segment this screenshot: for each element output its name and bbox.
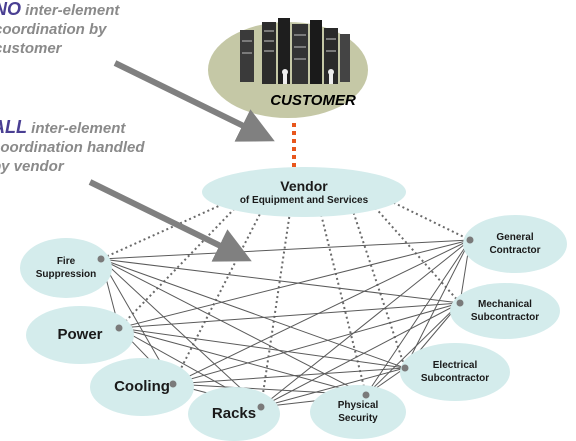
- racks-ellipse: [188, 387, 280, 441]
- annotation-emphasis-no: NO: [0, 0, 21, 19]
- cooling-label: Cooling: [114, 378, 170, 395]
- racks-node: Racks: [188, 387, 280, 441]
- power-node: Power: [26, 306, 134, 364]
- fire-suppression-line2: Suppression: [35, 269, 97, 280]
- mechanical-subcontractor-ellipse: [450, 283, 560, 339]
- node-shapes: [20, 167, 567, 441]
- annotation-line3: by vendor: [0, 158, 64, 175]
- annotation-no-coordination: NO inter-element coordination by custome…: [0, 0, 194, 58]
- physical-security-line1: Physical: [337, 400, 379, 411]
- physical-security-ellipse: [310, 385, 406, 439]
- mechanical-subcontractor-line1: Mechanical: [478, 299, 532, 310]
- electrical-subcontractor-line2: Subcontractor: [420, 373, 490, 384]
- annotation-line3: customer: [0, 40, 62, 57]
- element-mesh: [100, 239, 471, 408]
- power-label: Power: [57, 326, 103, 343]
- fire-suppression-ellipse: [20, 238, 112, 298]
- server-racks-icon: [240, 18, 350, 84]
- fire-suppression-node: Fire Suppression: [20, 238, 112, 298]
- annotation-emphasis-all: ALL: [0, 117, 27, 137]
- connection-dots: [97, 236, 474, 411]
- general-contractor-line1: General: [496, 232, 534, 243]
- cooling-ellipse: [90, 358, 194, 416]
- physical-security-line2: Security: [338, 413, 378, 424]
- annotation-all-coordination: ALL inter-element coordination handled b…: [0, 118, 202, 176]
- arrow-to-mesh: [88, 179, 252, 262]
- general-contractor-line2: Contractor: [489, 245, 541, 256]
- annotation-line2: coordination by: [0, 21, 107, 38]
- electrical-subcontractor-line1: Electrical: [432, 360, 478, 371]
- customer-label: CUSTOMER: [270, 92, 356, 109]
- vendor-subtitle: of Equipment and Services: [239, 194, 369, 206]
- power-ellipse: [26, 306, 134, 364]
- cooling-node: Cooling: [90, 358, 194, 416]
- fire-suppression-line1: Fire: [56, 256, 76, 267]
- arrow-to-customer: [113, 60, 275, 142]
- annotation-line1: inter-element: [27, 120, 126, 137]
- physical-security-node: Physical Security: [310, 385, 406, 439]
- annotation-line2: coordination handled: [0, 139, 145, 156]
- vendor-ellipse: [202, 167, 406, 217]
- vendor-node: Vendor of Equipment and Services: [202, 167, 406, 217]
- general-contractor-node: General Contractor: [463, 215, 567, 273]
- mechanical-subcontractor-line2: Subcontractor: [470, 312, 540, 323]
- mechanical-subcontractor-node: Mechanical Subcontractor: [450, 283, 560, 339]
- racks-label: Racks: [211, 405, 257, 422]
- annotation-line1: inter-element: [21, 2, 120, 19]
- general-contractor-ellipse: [463, 215, 567, 273]
- electrical-subcontractor-ellipse: [400, 343, 510, 401]
- electrical-subcontractor-node: Electrical Subcontractor: [400, 343, 510, 401]
- vendor-title: Vendor: [280, 177, 328, 194]
